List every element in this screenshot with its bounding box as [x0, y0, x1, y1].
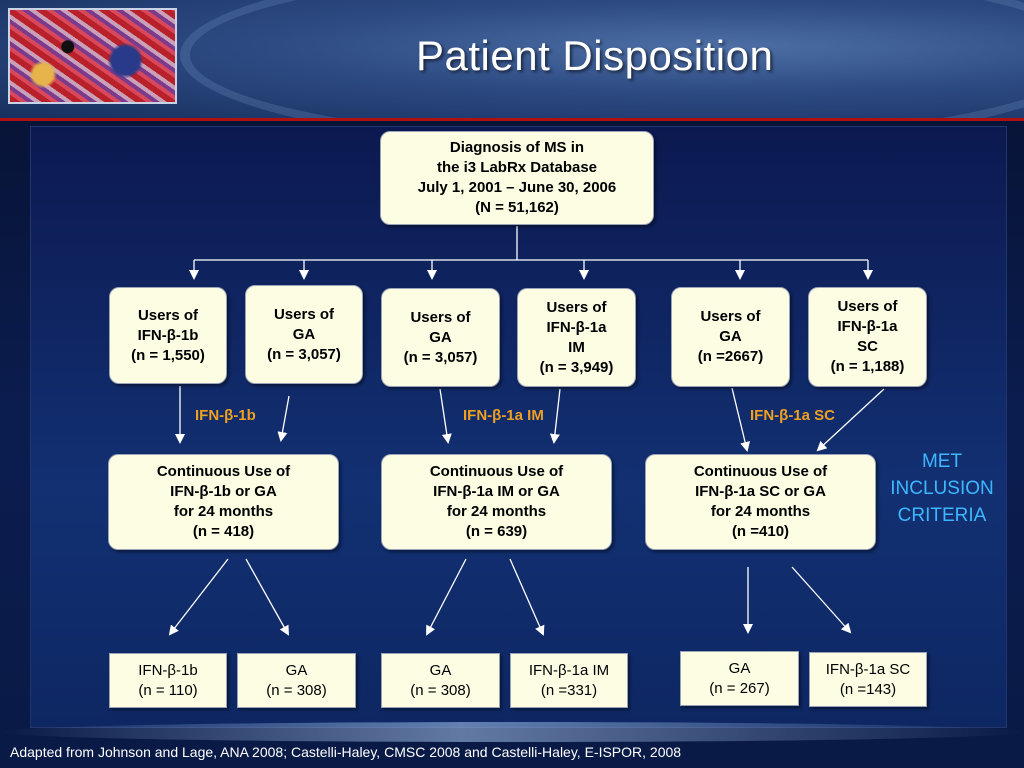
page-title: Patient Disposition [416, 32, 774, 79]
group-label-ifn-b-1b: IFN-β-1b [195, 407, 256, 424]
continuous-node-ifn-b-1b: Continuous Use of IFN-β-1b or GA for 24 … [108, 454, 339, 550]
arrow-cont2-to-leaf3 [426, 558, 467, 636]
met-inclusion-criteria-label: MET INCLUSION CRITERIA [890, 451, 994, 526]
leaf-ga-3: GA (n = 267) [680, 651, 799, 706]
arrow-cont2-to-leaf4 [509, 558, 545, 636]
leaf-ga-2: GA (n = 308) [381, 653, 500, 708]
leaf-ifn-b-1a-sc: IFN-β-1a SC (n =143) [809, 652, 927, 707]
leaf-ga-1: GA (n = 308) [237, 653, 356, 708]
users-node-ga-1: Users of GA (n = 3,057) [245, 285, 363, 384]
arrow-users3-to-cont2 [439, 388, 452, 444]
arrow-cont3-to-leaf6 [791, 566, 852, 634]
arrow-users5-to-cont3 [731, 387, 750, 452]
leaf-ifn-b-1b: IFN-β-1b (n = 110) [109, 653, 227, 708]
arrow-users2-to-cont1 [277, 395, 290, 442]
users-node-ifn-b-1a-sc: Users of IFN-β-1a SC (n = 1,188) [808, 287, 927, 387]
group-label-ifn-b-1a-sc: IFN-β-1a SC [750, 407, 835, 424]
users-node-ga-2: Users of GA (n = 3,057) [381, 288, 500, 387]
header-swoosh [180, 0, 1024, 118]
microscopy-image [8, 8, 177, 104]
footer-swoosh [0, 722, 1024, 742]
group-label-ifn-b-1a-im: IFN-β-1a IM [463, 407, 544, 424]
users-node-ifn-b-1a-im: Users of IFN-β-1a IM (n = 3,949) [517, 288, 636, 387]
source-footnote: Adapted from Johnson and Lage, ANA 2008;… [10, 744, 682, 760]
arrow-cont1-to-leaf1 [168, 558, 229, 636]
users-node-ifn-b-1b: Users of IFN-β-1b (n = 1,550) [109, 287, 227, 384]
arrow-cont1-to-leaf2 [245, 558, 289, 636]
arrow-users4-to-cont2 [549, 388, 561, 444]
root-node-diagnosis: Diagnosis of MS in the i3 LabRx Database… [380, 131, 654, 225]
users-node-ga-3: Users of GA (n =2667) [671, 287, 790, 387]
continuous-node-ifn-b-1a-sc: Continuous Use of IFN-β-1a SC or GA for … [645, 454, 876, 550]
header-divider [0, 118, 1024, 121]
leaf-ifn-b-1a-im: IFN-β-1a IM (n =331) [510, 653, 628, 708]
continuous-node-ifn-b-1a-im: Continuous Use of IFN-β-1a IM or GA for … [381, 454, 612, 550]
arrow-users6-to-cont3 [816, 388, 885, 452]
